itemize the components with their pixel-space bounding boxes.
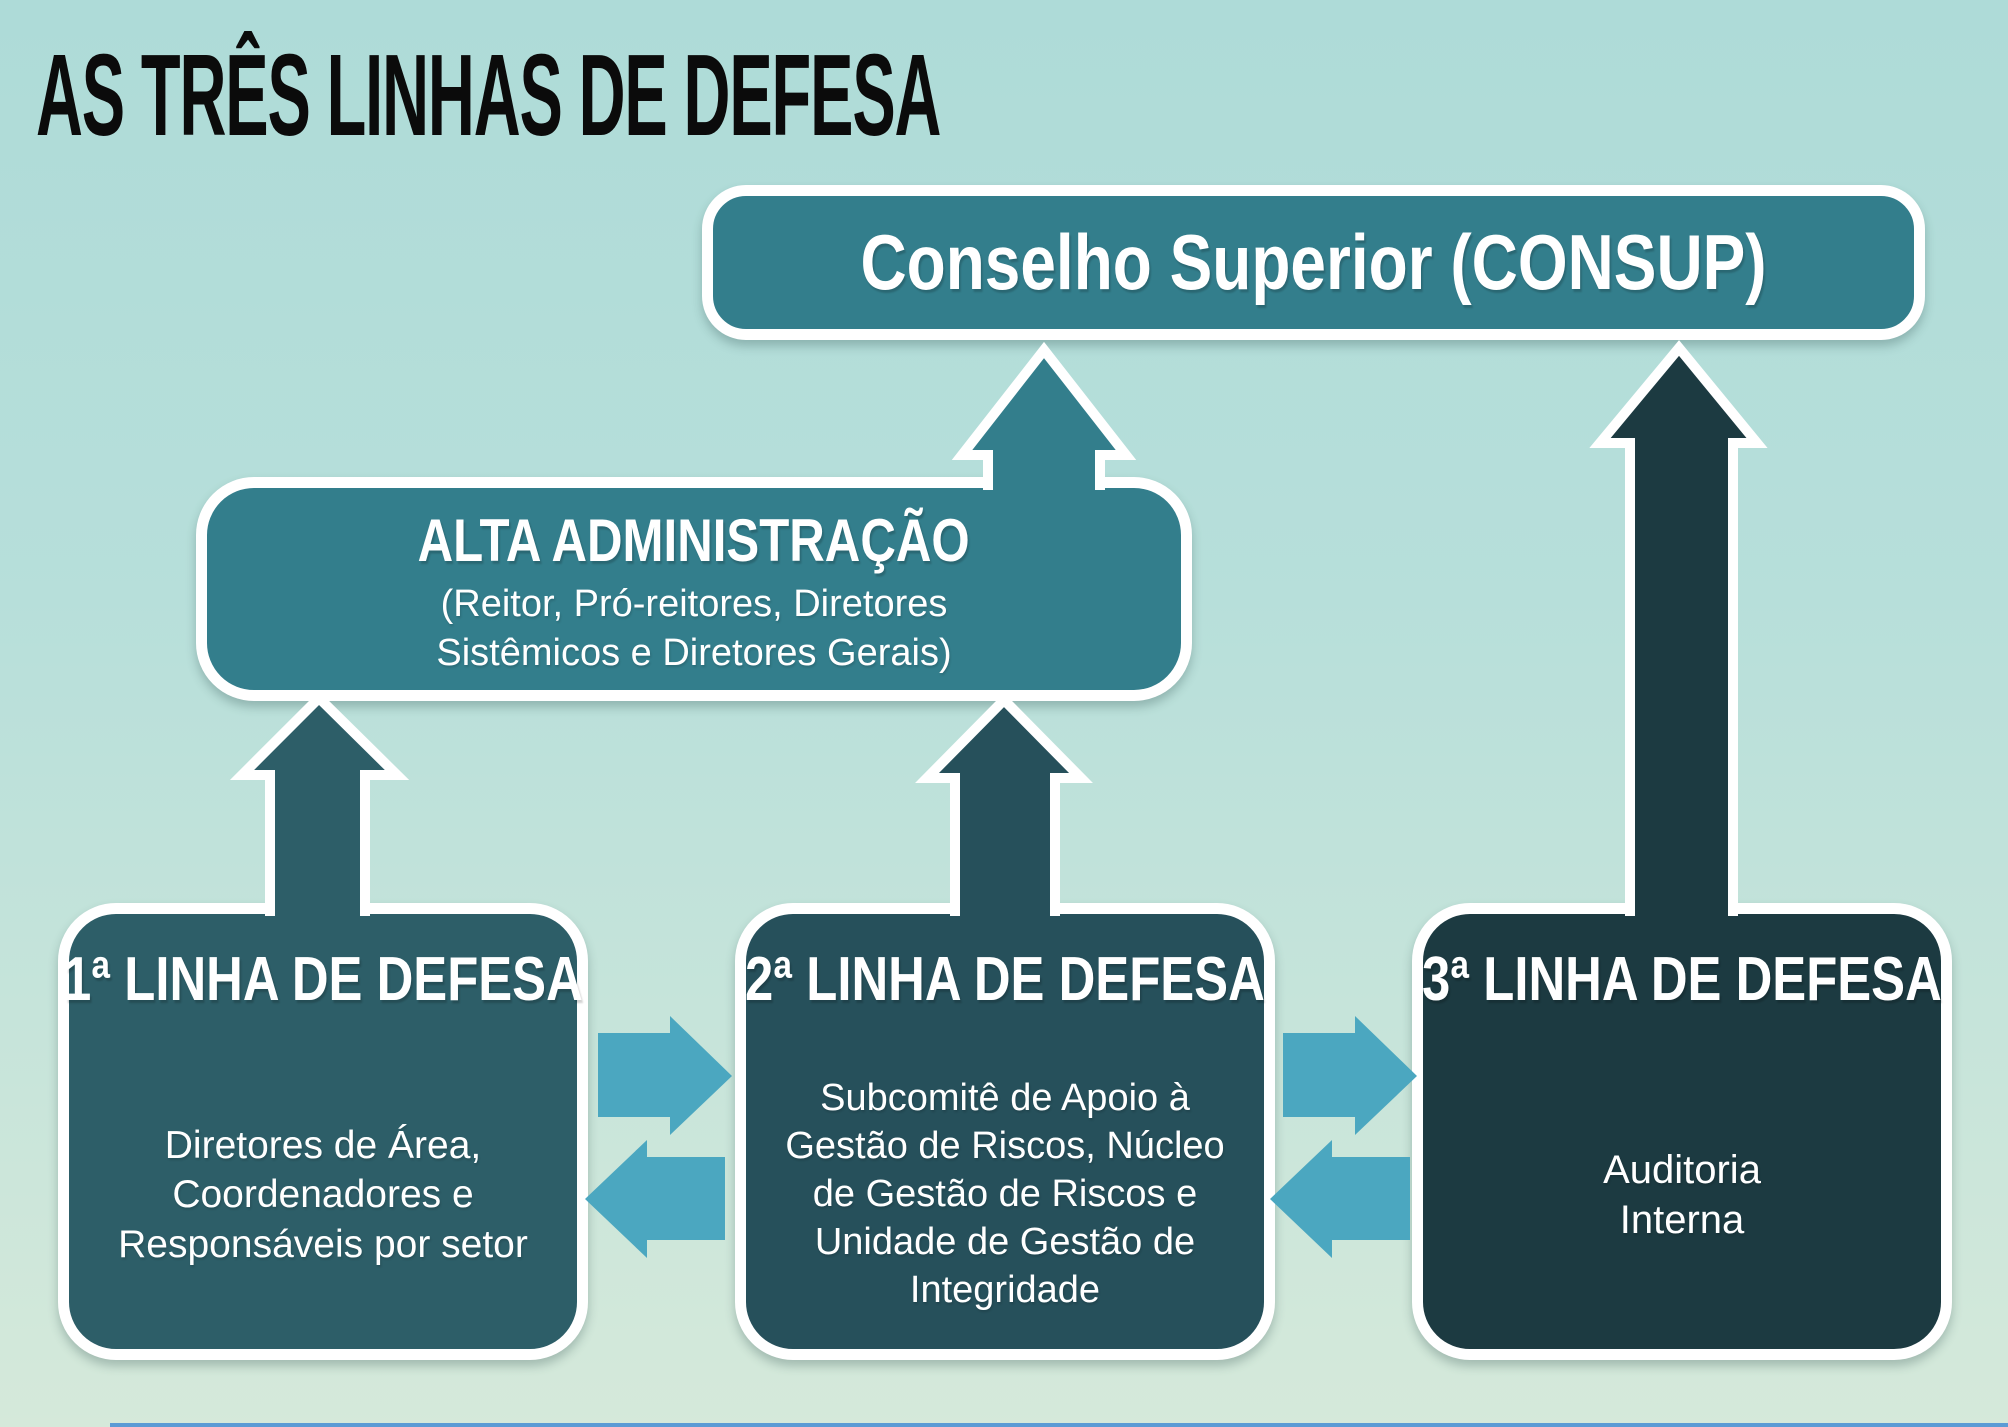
consup-label: Conselho Superior (CONSUP): [860, 218, 1767, 306]
right-arrow-line1-to-line2-icon: [598, 1016, 732, 1135]
node-conselho-superior: Conselho Superior (CONSUP): [702, 185, 1925, 340]
up-arrow-alta-to-consup-icon: [951, 341, 1137, 490]
node-3a-linha-de-defesa: 3ª LINHA DE DEFESA Auditoria Interna: [1412, 903, 1952, 1360]
page-title: AS TRÊS LINHAS DE DEFESA: [36, 30, 941, 160]
line1-body: Diretores de Área, Coordenadores e Respo…: [118, 1124, 528, 1266]
line3-body-wrap: Auditoria Interna: [1423, 1015, 1941, 1349]
line2-body-wrap: Subcomitê de Apoio à Gestão de Riscos, N…: [746, 1015, 1264, 1349]
line3-title: 3ª LINHA DE DEFESA: [1422, 945, 1942, 1014]
left-arrow-line3-to-line2-icon: [1270, 1140, 1410, 1258]
line2-title: 2ª LINHA DE DEFESA: [745, 945, 1265, 1014]
line2-body: Subcomitê de Apoio à Gestão de Riscos, N…: [785, 1077, 1225, 1311]
up-arrow-line2-to-alta-icon: [915, 692, 1093, 916]
line1-body-wrap: Diretores de Área, Coordenadores e Respo…: [69, 1015, 577, 1349]
up-arrow-line3-to-consup-icon: [1589, 340, 1768, 916]
line1-title: 1ª LINHA DE DEFESA: [63, 945, 583, 1014]
right-arrow-line2-to-line3-icon: [1283, 1016, 1417, 1135]
node-1a-linha-de-defesa: 1ª LINHA DE DEFESA Diretores de Área, Co…: [58, 903, 588, 1360]
line3-body: Auditoria Interna: [1603, 1147, 1761, 1242]
node-2a-linha-de-defesa: 2ª LINHA DE DEFESA Subcomitê de Apoio à …: [735, 903, 1275, 1360]
left-arrow-line2-to-line1-icon: [585, 1140, 725, 1258]
alta-title: ALTA ADMINISTRAÇÃO: [417, 506, 971, 574]
alta-subtitle: (Reitor, Pró-reitores, Diretores Sistêmi…: [436, 582, 952, 674]
up-arrow-line1-to-alta-icon: [229, 690, 410, 916]
node-alta-administracao: ALTA ADMINISTRAÇÃO (Reitor, Pró-reitores…: [196, 477, 1192, 701]
footer-strip: [110, 1423, 2008, 1427]
